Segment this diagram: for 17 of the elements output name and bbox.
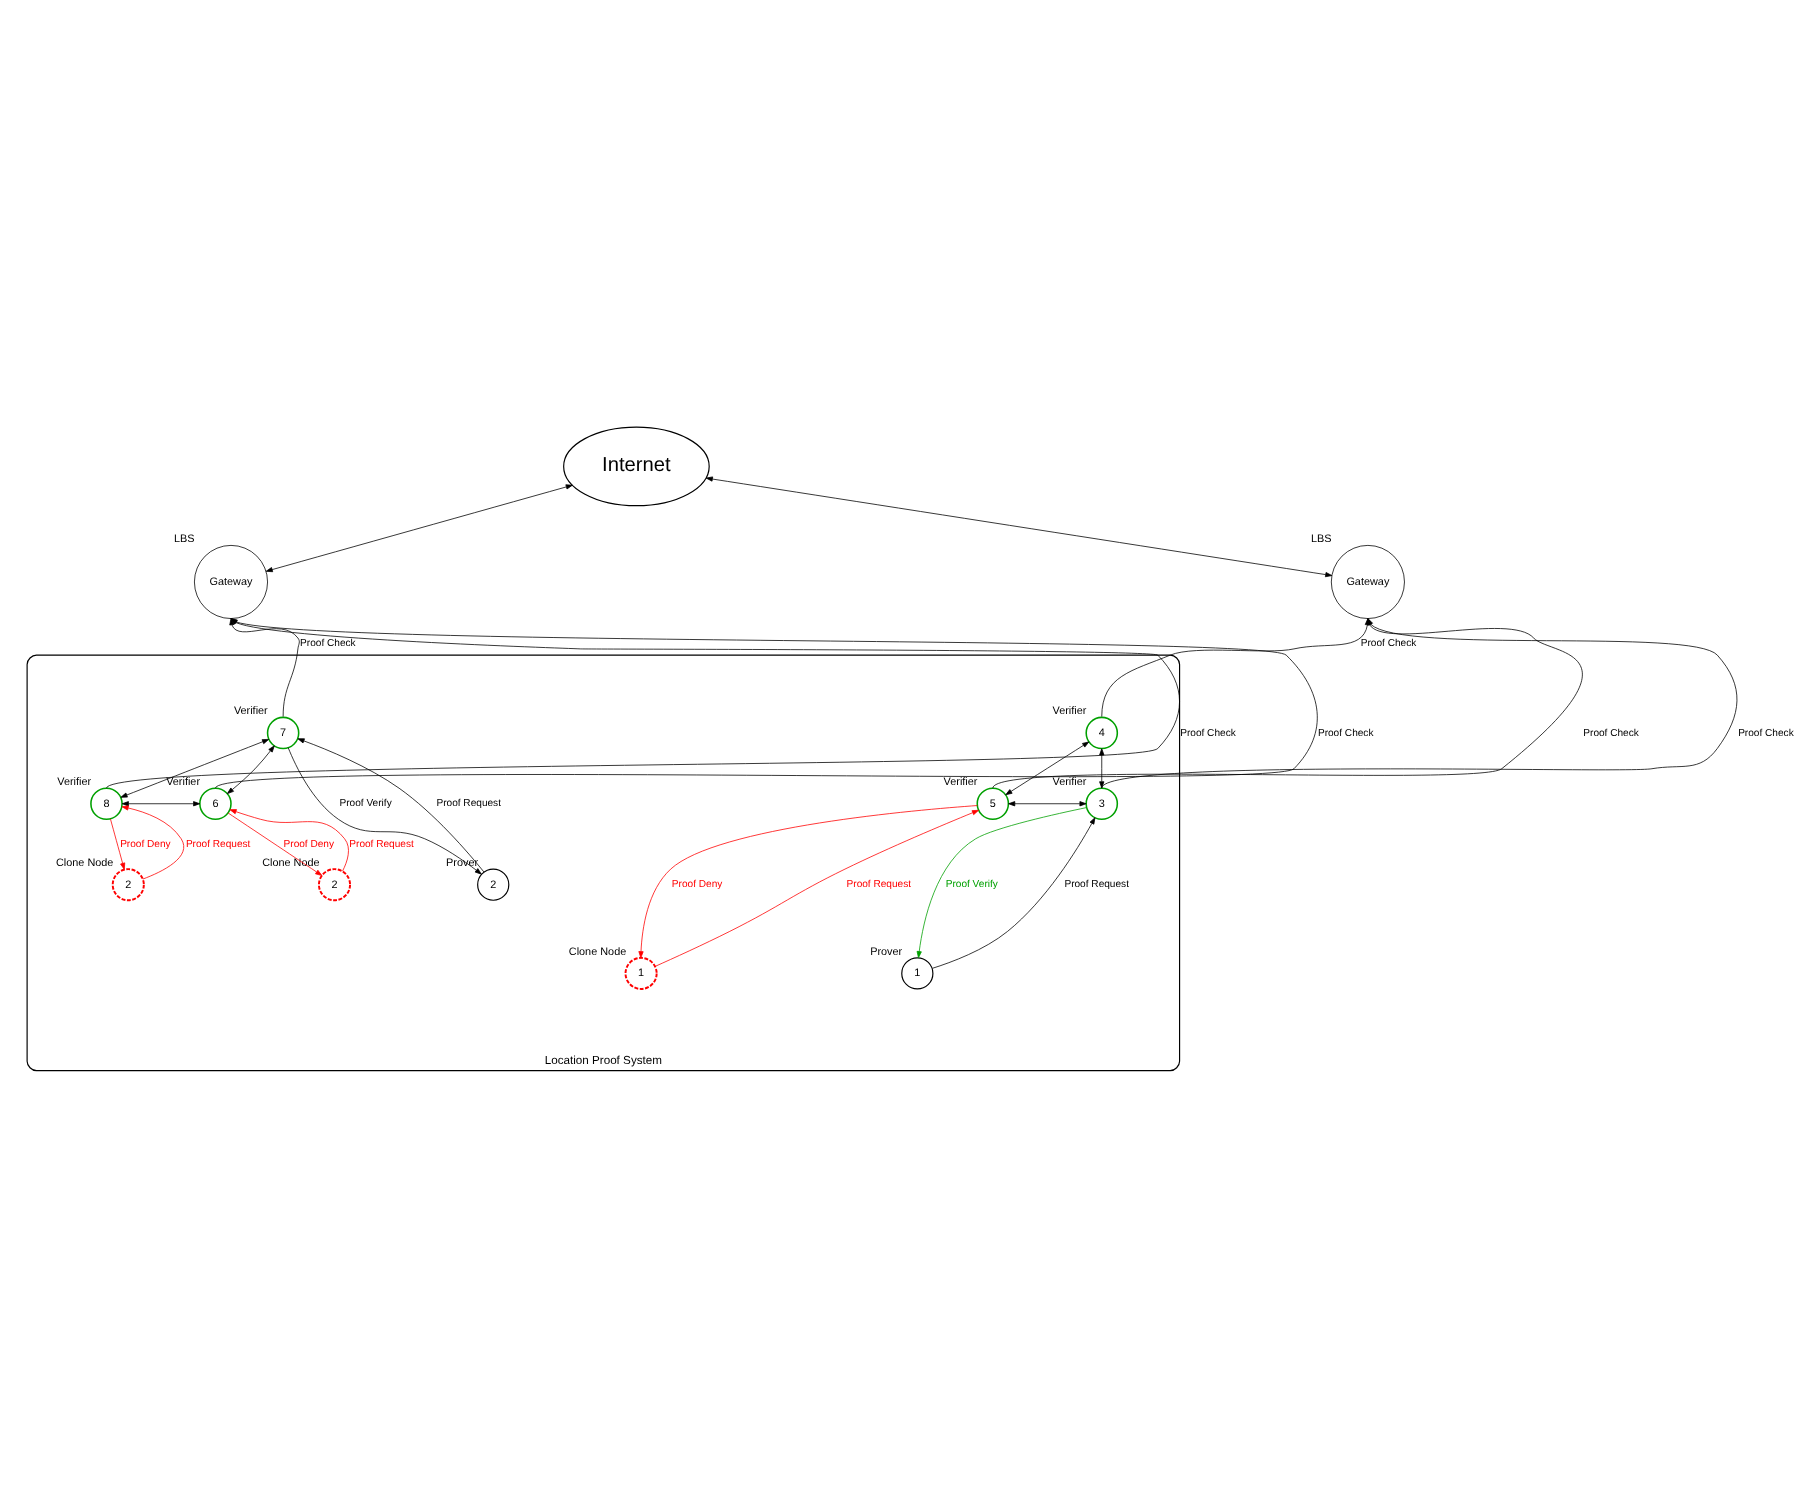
arrow — [705, 475, 1333, 577]
arrow — [121, 804, 185, 879]
arrow — [1008, 800, 1087, 806]
arrow — [931, 816, 1096, 968]
arrow — [227, 744, 275, 793]
arrow — [265, 483, 573, 572]
arrow — [215, 617, 1318, 788]
arrow — [229, 617, 300, 716]
arrow — [229, 808, 349, 871]
arrow — [1005, 740, 1090, 795]
arrow — [227, 811, 323, 875]
arrow — [916, 806, 1087, 958]
arrow — [110, 817, 126, 869]
arrow — [1099, 747, 1105, 788]
arrow — [120, 738, 270, 797]
arrow — [121, 800, 201, 806]
arrow — [106, 617, 1180, 788]
